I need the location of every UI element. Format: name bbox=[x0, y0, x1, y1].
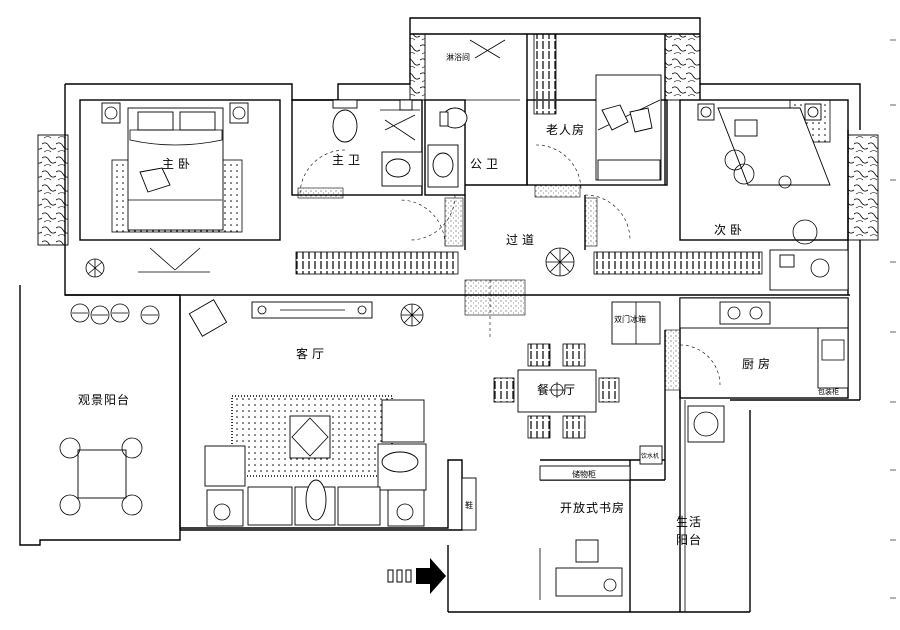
study-desk bbox=[539, 539, 623, 600]
living-sofas bbox=[204, 399, 427, 527]
shoe-cabinet bbox=[461, 477, 477, 531]
label-cabinet: 储物柜 bbox=[572, 469, 596, 479]
label-living-room: 客厅 bbox=[296, 346, 328, 361]
outer-walls bbox=[19, 17, 861, 613]
label-elder-room: 老人房 bbox=[546, 122, 585, 137]
label-second-bedroom: 次卧 bbox=[714, 223, 746, 237]
armchair-icon bbox=[188, 299, 228, 337]
label-shoe: 鞋 bbox=[465, 500, 473, 510]
master-bath-fixtures bbox=[332, 99, 423, 187]
shower-fixtures bbox=[427, 39, 520, 188]
water-dispenser bbox=[639, 445, 663, 465]
label-water: 饮水机 bbox=[641, 452, 659, 460]
living-rug bbox=[231, 395, 393, 477]
label-public-bath: 公卫 bbox=[470, 157, 502, 171]
wardrobe-elder bbox=[533, 33, 557, 115]
thresholds bbox=[297, 184, 681, 391]
label-corridor: 过道 bbox=[506, 233, 538, 247]
label-utility-balcony-2: 阳台 bbox=[676, 532, 702, 547]
master-tv bbox=[138, 247, 210, 273]
tv-cabinet bbox=[251, 301, 373, 319]
corridor-plant-icon bbox=[545, 247, 575, 277]
label-master-bedroom: 主卧 bbox=[162, 157, 194, 171]
storage-cabinet bbox=[539, 465, 631, 481]
label-fridge: 双门冰箱 bbox=[614, 314, 646, 324]
label-study: 开放式书房 bbox=[560, 500, 625, 515]
fridge-icon bbox=[611, 301, 661, 345]
elder-bed bbox=[595, 74, 662, 181]
plant-icon bbox=[85, 258, 105, 278]
second-bed bbox=[697, 99, 849, 291]
label-master-bath: 主卫 bbox=[332, 153, 364, 167]
kitchen-counter bbox=[679, 297, 849, 443]
label-view-balcony: 观景阳台 bbox=[78, 392, 130, 407]
master-bed bbox=[101, 102, 249, 233]
wardrobe-master bbox=[295, 251, 459, 275]
wardrobe-second bbox=[593, 251, 763, 275]
living-plant-icon bbox=[400, 303, 424, 327]
entrance-arrow-icon bbox=[387, 558, 446, 594]
balcony-table-set bbox=[59, 437, 143, 516]
label-kitchen: 厨房 bbox=[742, 356, 774, 371]
label-utility-balcony-1: 生活 bbox=[676, 515, 702, 529]
door-swings bbox=[299, 144, 721, 386]
balcony-plants bbox=[70, 303, 160, 325]
dining-set bbox=[493, 343, 620, 439]
label-dining-room: 餐厅 bbox=[537, 382, 589, 397]
label-pack: 包装柜 bbox=[818, 387, 839, 396]
window-sills bbox=[37, 33, 879, 246]
dimension-ticks bbox=[890, 39, 896, 599]
label-shower: 淋浴间 bbox=[446, 52, 470, 62]
